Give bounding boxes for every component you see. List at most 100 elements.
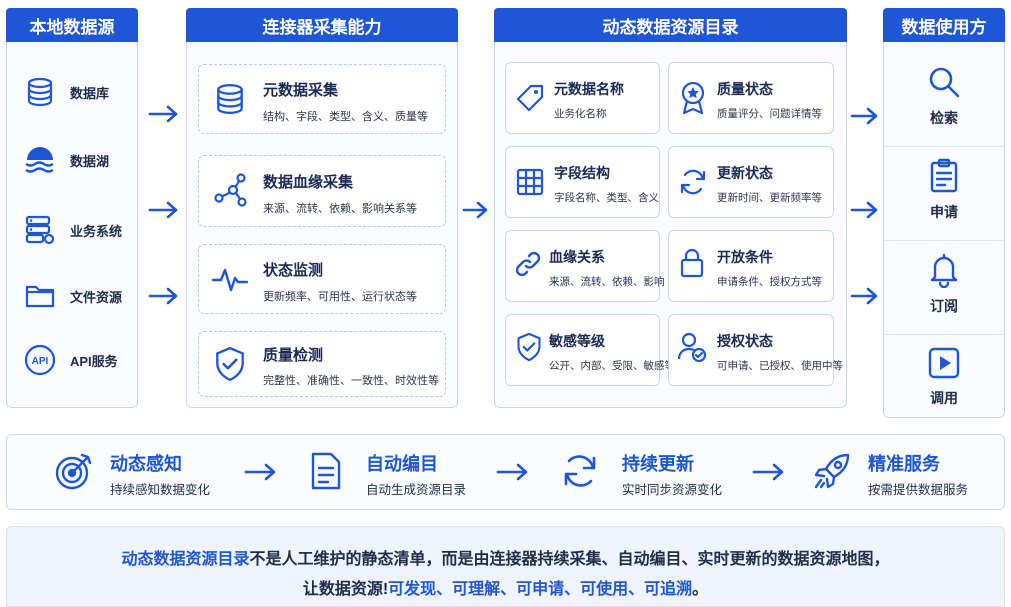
flow-desc: 按需提供数据服务 [868,483,969,497]
connector-card-quality[interactable]: 质量检测 完整性、准确性、一致性、时效性等 [198,331,446,397]
play-icon [928,347,960,379]
card-title: 数据血缘采集 [263,174,354,191]
card-desc: 公开、内部、受限、敏感等 [549,360,675,372]
source-label: 数据湖 [70,153,110,169]
api-icon: API [24,344,56,376]
catalog-card-lineage[interactable]: 血缘关系 来源、流转、依赖、影响 [505,230,665,302]
usage-label: 订阅 [930,298,958,314]
flow-title: 自动编目 [366,454,438,474]
divider [883,146,1005,147]
catalog-card-open[interactable]: 开放条件 申请条件、授权方式等 [668,230,834,302]
connector-title: 连接器采集能力 [186,8,458,42]
card-desc: 可申请、已授权、使用中等 [717,360,843,372]
catalog-card-sensitivity[interactable]: 敏感等级 公开、内部、受限、敏感等 [505,314,675,386]
card-title: 字段结构 [554,165,610,181]
summary-highlight: 可发现、可理解、可申请、可使用、可追溯 [388,581,693,598]
card-desc: 申请条件、授权方式等 [717,276,822,288]
catalog-card-update[interactable]: 更新状态 更新时间、更新频率等 [668,146,834,218]
search-icon [929,67,960,98]
connector-card-monitoring[interactable]: 状态监测 更新频率、可用性、运行状态等 [198,244,446,314]
card-desc: 来源、流转、依赖、影响 [549,276,665,288]
source-item-api[interactable]: API API服务 [24,344,118,376]
local-sources-title: 本地数据源 [6,8,138,42]
summary-text: 让数据资源! [302,581,389,598]
card-title: 敏感等级 [549,333,605,349]
source-item-database[interactable]: 数据库 [24,76,109,108]
arrow-right-icon [496,463,528,481]
database-icon [217,84,243,114]
flow-desc: 持续感知数据变化 [110,483,211,497]
card-title: 质量检测 [263,347,324,364]
arrow-right-icon [148,287,178,305]
usage-label: 申请 [930,204,958,220]
database-icon [27,77,53,107]
usage-item-search[interactable]: 检索 [883,64,1005,128]
flow-desc: 自动生成资源目录 [366,483,467,497]
bell-icon [930,253,958,288]
flow-title: 持续更新 [622,454,694,474]
summary-box: 动态数据资源目录不是人工维护的静态清单，而是由连接器持续采集、自动编目、实时更新… [6,526,1005,607]
divider [883,334,1005,335]
catalog-card-name[interactable]: 元数据名称 业务化名称 [505,62,660,134]
tag-icon [516,84,544,112]
divider [883,240,1005,241]
arrow-right-icon [244,463,276,481]
shield-check-icon [517,332,541,362]
business-system-icon [25,215,55,245]
card-desc: 来源、流转、依赖、影响关系等 [263,203,417,215]
arrow-right-icon [850,287,878,305]
award-icon [681,81,705,115]
source-item-data-lake[interactable]: 数据湖 [24,144,109,176]
flow-title: 动态感知 [110,454,182,474]
catalog-title: 动态数据资源目录 [494,8,847,42]
arrow-right-icon [850,107,878,125]
flow-desc: 实时同步资源变化 [622,483,723,497]
card-desc: 结构、字段、类型、含义、质量等 [263,111,428,123]
pulse-icon [211,268,249,292]
link-icon [515,251,541,277]
summary-highlight: 动态数据资源目录 [121,551,250,568]
usage-title: 数据使用方 [883,8,1005,42]
source-item-business-system[interactable]: 业务系统 [24,214,122,246]
user-check-icon [677,332,707,363]
card-title: 质量状态 [717,81,773,97]
usage-label: 调用 [930,390,958,406]
data-lake-icon [25,147,54,173]
usage-item-subscribe[interactable]: 订阅 [883,252,1005,316]
usage-item-apply[interactable]: 申请 [883,158,1005,222]
card-title: 元数据名称 [554,81,624,97]
lock-icon [680,248,704,278]
arrow-right-icon [462,201,488,219]
catalog-card-authorization[interactable]: 授权状态 可申请、已授权、使用中等 [668,314,843,386]
sync-icon [564,455,596,487]
source-label: 数据库 [70,85,110,101]
arrow-right-icon [752,463,784,481]
card-title: 血缘关系 [549,249,605,265]
rocket-icon [814,453,850,489]
document-icon [311,452,341,490]
card-title: 状态监测 [263,262,324,279]
catalog-card-fields[interactable]: 字段结构 字段名称、类型、含义 [505,146,660,218]
arrow-right-icon [148,201,178,219]
folder-icon [25,285,55,308]
connector-card-lineage[interactable]: 数据血缘采集 来源、流转、依赖、影响关系等 [198,155,446,227]
refresh-icon [680,169,706,195]
summary-line-1: 动态数据资源目录不是人工维护的静态清单，而是由连接器持续采集、自动编目、实时更新… [7,545,1004,569]
summary-text: 不是人工维护的静态清单，而是由连接器持续采集、自动编目、实时更新的数据资源地图， [249,551,890,568]
arrow-right-icon [850,201,878,219]
catalog-card-quality[interactable]: 质量状态 质量评分、问题详情等 [668,62,834,134]
card-desc: 业务化名称 [554,108,607,120]
card-desc: 更新时间、更新频率等 [717,192,822,204]
connector-card-metadata[interactable]: 元数据采集 结构、字段、类型、含义、质量等 [198,64,446,134]
lineage-graph-icon [214,173,247,207]
card-title: 授权状态 [717,333,773,349]
usage-list: 检索 申请 订阅 调用 [883,42,1005,418]
flow-title: 精准服务 [868,454,940,474]
source-item-files[interactable]: 文件资源 [24,280,122,312]
summary-text: 。 [692,581,709,598]
usage-item-invoke[interactable]: 调用 [883,346,1005,408]
clipboard-icon [930,158,958,193]
card-title: 更新状态 [717,165,773,181]
card-desc: 质量评分、问题详情等 [717,108,822,120]
card-desc: 完整性、准确性、一致性、时效性等 [263,375,439,387]
